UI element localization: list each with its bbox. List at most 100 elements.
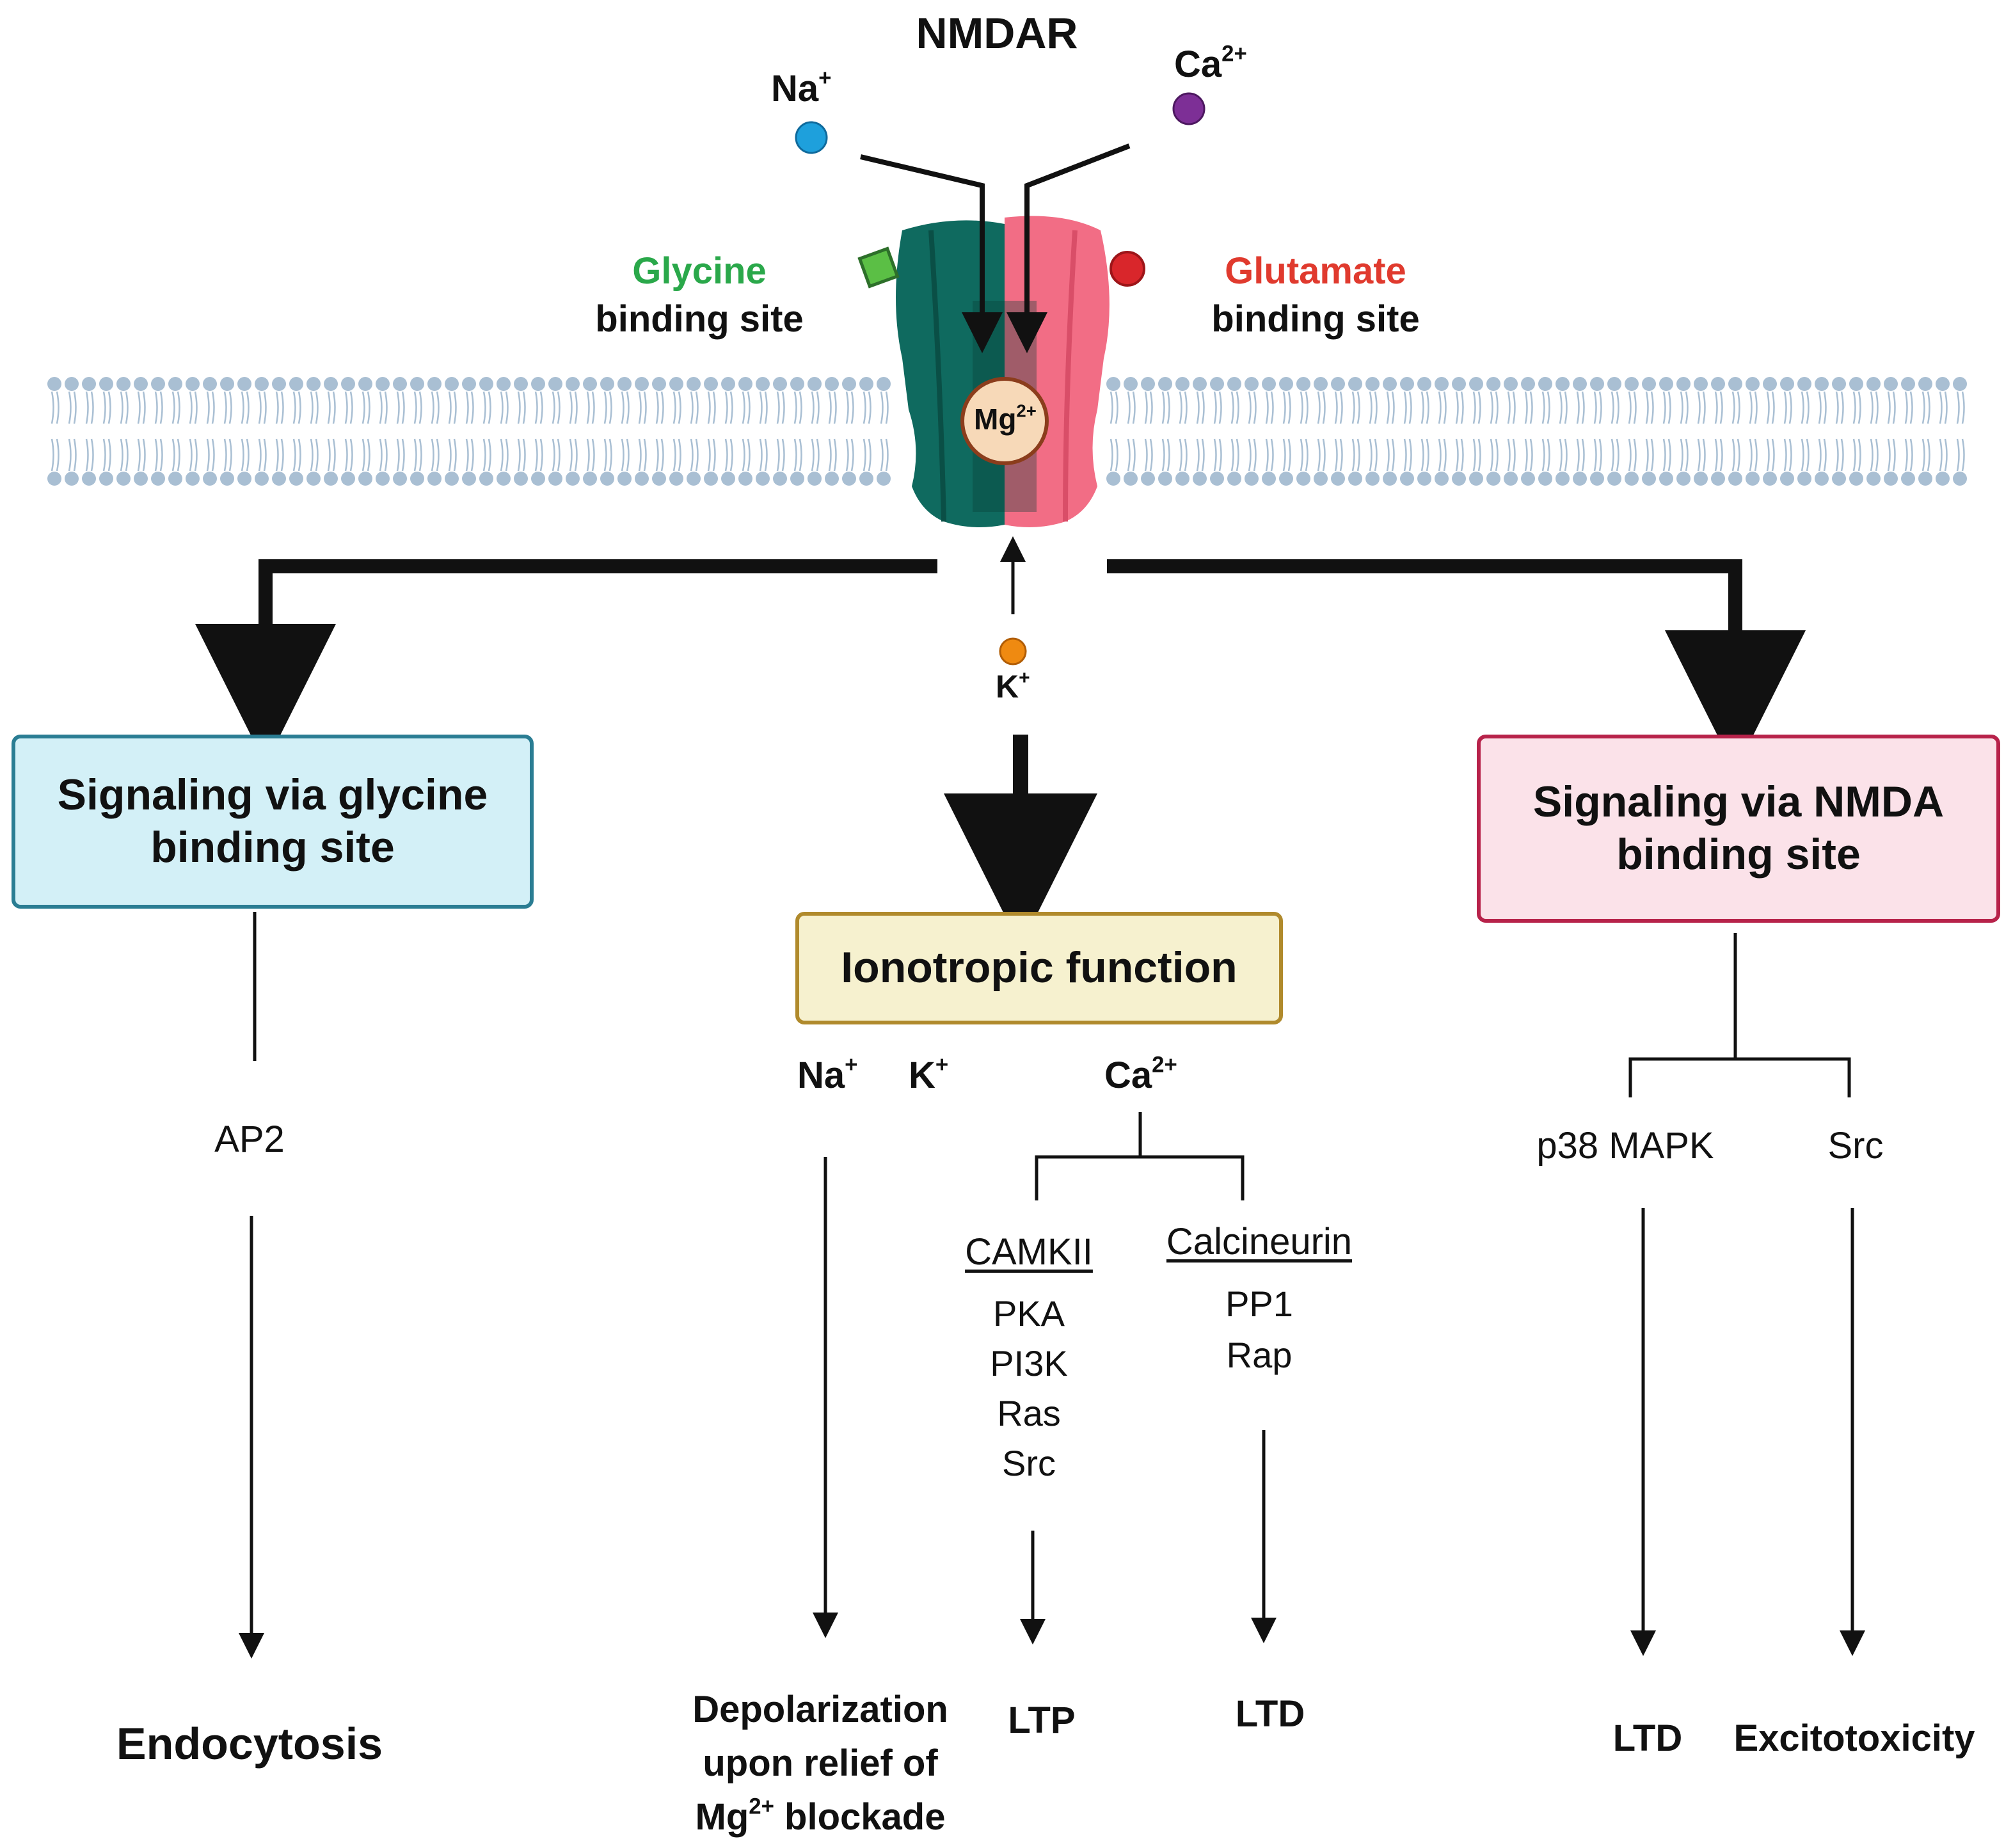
camkii-item-pka: PKA (992, 1293, 1065, 1334)
lipid-tail (1403, 391, 1407, 424)
lipid-head (1331, 377, 1345, 391)
lipid-tail (505, 391, 509, 424)
lipid-head (566, 377, 580, 391)
lipid-head (186, 472, 200, 486)
lipid-tail (292, 391, 296, 424)
camkii-item-pi3k: PI3K (990, 1343, 1068, 1383)
lipid-tail (1282, 391, 1286, 424)
lipid-head (1175, 472, 1190, 486)
lipid-tail (638, 391, 642, 424)
lipid-tail (315, 438, 319, 472)
lipid-head (203, 472, 217, 486)
lipid-head (462, 377, 476, 391)
glycine-site-label: Glycine (632, 250, 767, 292)
lipid-tail (672, 438, 676, 472)
lipid-tail (603, 438, 607, 472)
lipid-tail (367, 438, 370, 472)
lipid-tail (1218, 438, 1222, 472)
lipid-tail (609, 438, 612, 472)
ionotropic-function-label: Ionotropic function (841, 943, 1237, 992)
ca-ion-charge: 2+ (1221, 41, 1247, 67)
lipid-tail (811, 391, 815, 424)
lipid-tail (811, 438, 815, 472)
lipid-head (134, 377, 148, 391)
lipid-head (738, 377, 752, 391)
lipid-tail (1455, 391, 1459, 424)
lipid-tail (1132, 438, 1136, 472)
lipid-tail (724, 391, 728, 424)
lipid-tail (1161, 391, 1165, 424)
lipid-tail (1265, 438, 1269, 472)
lipid-head (203, 377, 217, 391)
lipid-tail (263, 391, 267, 424)
lipid-tail (655, 391, 659, 424)
lipid-head (1901, 472, 1915, 486)
lipid-tail (1115, 391, 1118, 424)
lipid-tail (660, 438, 664, 472)
lipid-tail (1196, 438, 1200, 472)
lipid-head (1124, 377, 1138, 391)
lipid-tail (1788, 391, 1792, 424)
lipid-tail (695, 438, 699, 472)
lipid-head (1158, 377, 1172, 391)
lipid-tail (1852, 391, 1856, 424)
lipid-head (376, 377, 390, 391)
depolarization-label: Depolarization upon relief of Mg2+ block… (692, 1683, 948, 1844)
lipid-head (859, 377, 873, 391)
lipid-head (1279, 377, 1293, 391)
lipid-tail (206, 391, 210, 424)
lipid-tail (1801, 438, 1804, 472)
ca-entry-arrow (1007, 143, 1131, 353)
lipid-tail (1737, 438, 1740, 472)
lipid-tail (211, 438, 215, 472)
lipid-head (1556, 377, 1570, 391)
lipid-head (1348, 472, 1362, 486)
glycine-site-sublabel: binding site (595, 298, 804, 340)
lipid-tail (1564, 438, 1568, 472)
lipid-tail (793, 391, 797, 424)
lipid-tail (367, 391, 370, 424)
lipid-tail (1771, 438, 1775, 472)
lipid-head (808, 472, 822, 486)
middle-na-label: Na+ (797, 1054, 857, 1094)
glycine-binding-site-marker (857, 246, 900, 289)
lipid-tail (1426, 391, 1429, 424)
lipid-tail (68, 438, 72, 472)
lipid-tail (384, 391, 388, 424)
lipid-head (410, 377, 424, 391)
lipid-head (842, 472, 856, 486)
lipid-tail (85, 438, 89, 472)
lipid-tail (51, 438, 54, 472)
lipid-tail (228, 391, 232, 424)
lipid-tail (125, 438, 129, 472)
lipid-head (583, 377, 597, 391)
lipid-head (652, 472, 666, 486)
lipid-tail (1628, 438, 1632, 472)
lipid-tail (1783, 438, 1787, 472)
lipid-tail (1127, 391, 1131, 424)
lipid-tail (51, 391, 54, 424)
lipid-tail (863, 438, 866, 472)
lipid-tail (1823, 391, 1827, 424)
lipid-tail (1282, 438, 1286, 472)
lipid-tail (1351, 438, 1355, 472)
ap2-label: AP2 (214, 1119, 285, 1160)
lipid-head (1607, 472, 1621, 486)
lipid-head (341, 472, 355, 486)
cell-membrane (47, 377, 1967, 486)
lipid-tail (120, 391, 123, 424)
lipid-head (462, 472, 476, 486)
depolarization-line-2: upon relief of (703, 1742, 938, 1785)
lipid-head (306, 472, 321, 486)
lipid-tail (1248, 438, 1252, 472)
lipid-head (808, 377, 822, 391)
lipid-tail (1737, 391, 1740, 424)
depolarization-mg-symbol: Mg (695, 1796, 749, 1838)
lipid-tail (56, 438, 60, 472)
lipid-tail (1547, 438, 1550, 472)
lipid-tail (660, 391, 664, 424)
lipid-head (1521, 377, 1535, 391)
lipid-tail (1541, 391, 1545, 424)
lipid-head (1832, 377, 1846, 391)
lipid-head (410, 472, 424, 486)
